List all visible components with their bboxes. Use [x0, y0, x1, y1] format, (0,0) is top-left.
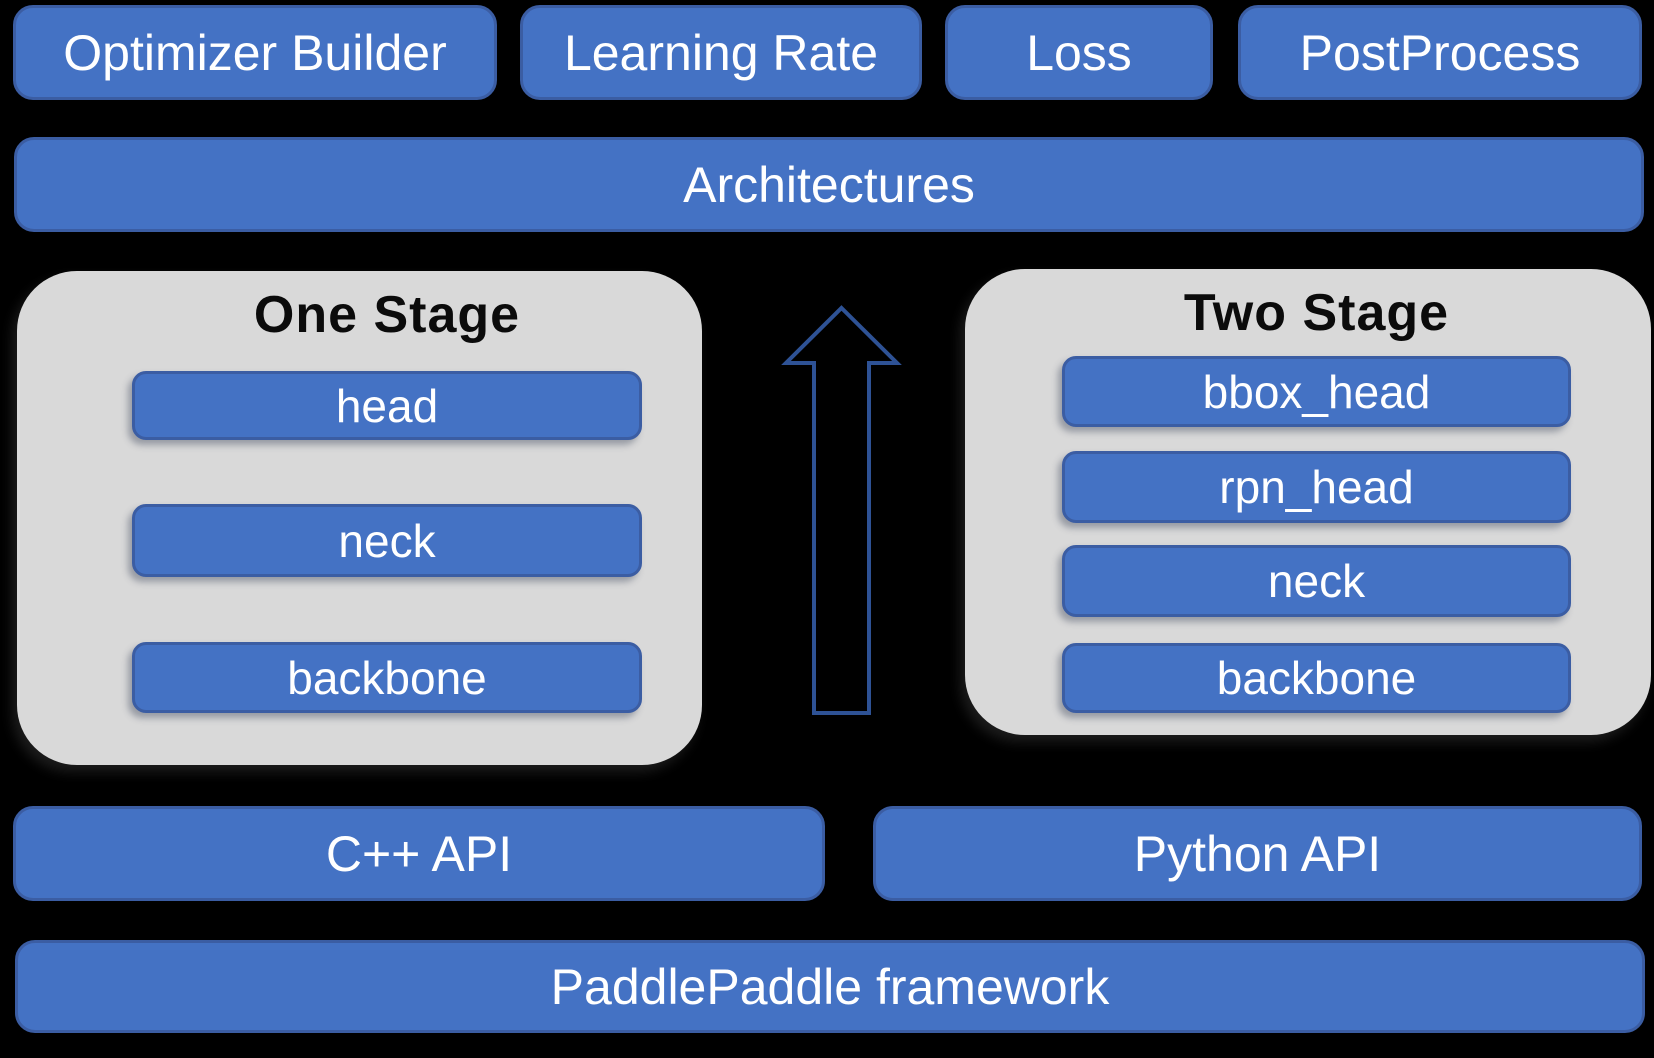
two-stage-neck-box: neck: [1062, 545, 1571, 617]
architectures-bar: Architectures: [14, 137, 1644, 232]
paddlepaddle-framework-bar: PaddlePaddle framework: [15, 940, 1645, 1033]
one-stage-backbone-box: backbone: [132, 642, 642, 713]
one-stage-head-box: head: [132, 371, 642, 440]
upward-flow-arrow-icon: [770, 295, 910, 725]
two-stage-rpn-head-box: rpn_head: [1062, 451, 1571, 523]
two-stage-title: Two Stage: [1183, 284, 1450, 342]
cpp-api-box: C++ API: [13, 806, 825, 901]
two-stage-backbone-box: backbone: [1062, 643, 1571, 713]
postprocess-box: PostProcess: [1238, 5, 1642, 100]
learning-rate-box: Learning Rate: [520, 5, 922, 100]
optimizer-builder-box: Optimizer Builder: [13, 5, 497, 100]
one-stage-title: One Stage: [253, 286, 521, 344]
loss-box: Loss: [945, 5, 1213, 100]
one-stage-neck-box: neck: [132, 504, 642, 577]
two-stage-bbox-head-box: bbox_head: [1062, 356, 1571, 427]
python-api-box: Python API: [873, 806, 1642, 901]
